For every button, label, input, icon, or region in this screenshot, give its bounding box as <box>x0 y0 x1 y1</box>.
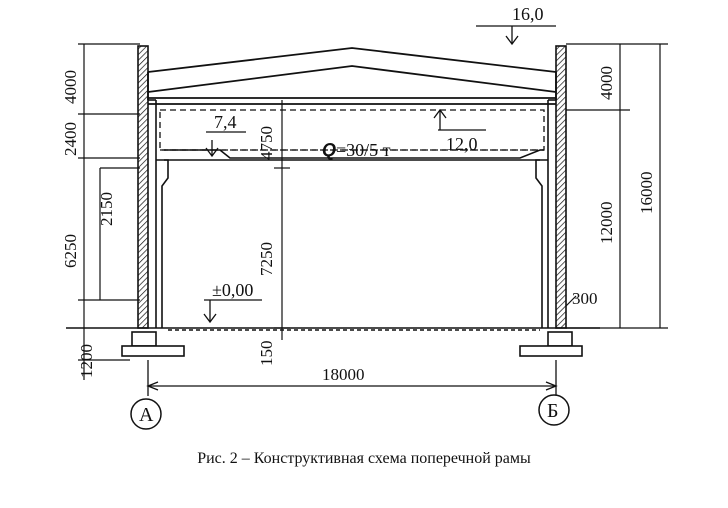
axis-bubble-left: А <box>130 398 162 430</box>
axis-bubble-right: Б <box>538 394 570 426</box>
crane-capacity-value: =30/5 т <box>336 140 391 160</box>
dim-left-6250: 6250 <box>61 234 80 268</box>
floor-line <box>66 327 600 331</box>
span-value: 18000 <box>322 365 365 384</box>
crane-symbol: Q <box>322 140 336 160</box>
roof-truss <box>147 47 557 105</box>
dim-left-1200: 1200 <box>77 344 96 378</box>
left-column <box>137 45 169 329</box>
dim-left-2400: 2400 <box>61 122 80 156</box>
level-mark-roof <box>476 25 556 46</box>
crane-beam <box>164 149 544 161</box>
figure-caption: Рис. 2 – Конструктивная схема поперечной… <box>197 450 531 467</box>
axis-label-b: Б <box>547 400 558 422</box>
level-mark-beam <box>205 131 246 158</box>
crane-outline <box>159 109 545 151</box>
dim-left-2150: 2150 <box>97 192 116 226</box>
dim-right-4000: 4000 <box>597 66 616 100</box>
mid-dimension-chain <box>274 100 290 340</box>
dim-right-16000: 16000 <box>637 172 656 215</box>
dim-right-300: 300 <box>572 289 598 308</box>
left-dimension-chain <box>78 43 140 380</box>
dim-left-4000: 4000 <box>61 70 80 104</box>
right-dimension-chain <box>565 43 668 329</box>
dim-mid-7250: 7250 <box>257 242 276 276</box>
level-roof-top: 16,0 <box>512 4 544 24</box>
dim-mid-150: 150 <box>257 341 276 367</box>
crane-capacity: Q=30/5 т <box>322 140 391 160</box>
level-mark-rail <box>433 108 486 131</box>
dim-right-12000: 12000 <box>597 202 616 245</box>
left-foundation <box>121 331 185 357</box>
span-dimension <box>146 360 558 396</box>
right-column <box>535 45 567 329</box>
dim-mid-4750: 4750 <box>257 126 276 160</box>
level-floor: ±0,00 <box>212 280 253 300</box>
level-crane-rail: 12,0 <box>446 134 478 154</box>
axis-label-a: А <box>139 404 154 426</box>
right-foundation <box>519 331 583 357</box>
level-mark-floor <box>203 299 262 324</box>
level-crane-beam: 7,4 <box>214 112 237 132</box>
